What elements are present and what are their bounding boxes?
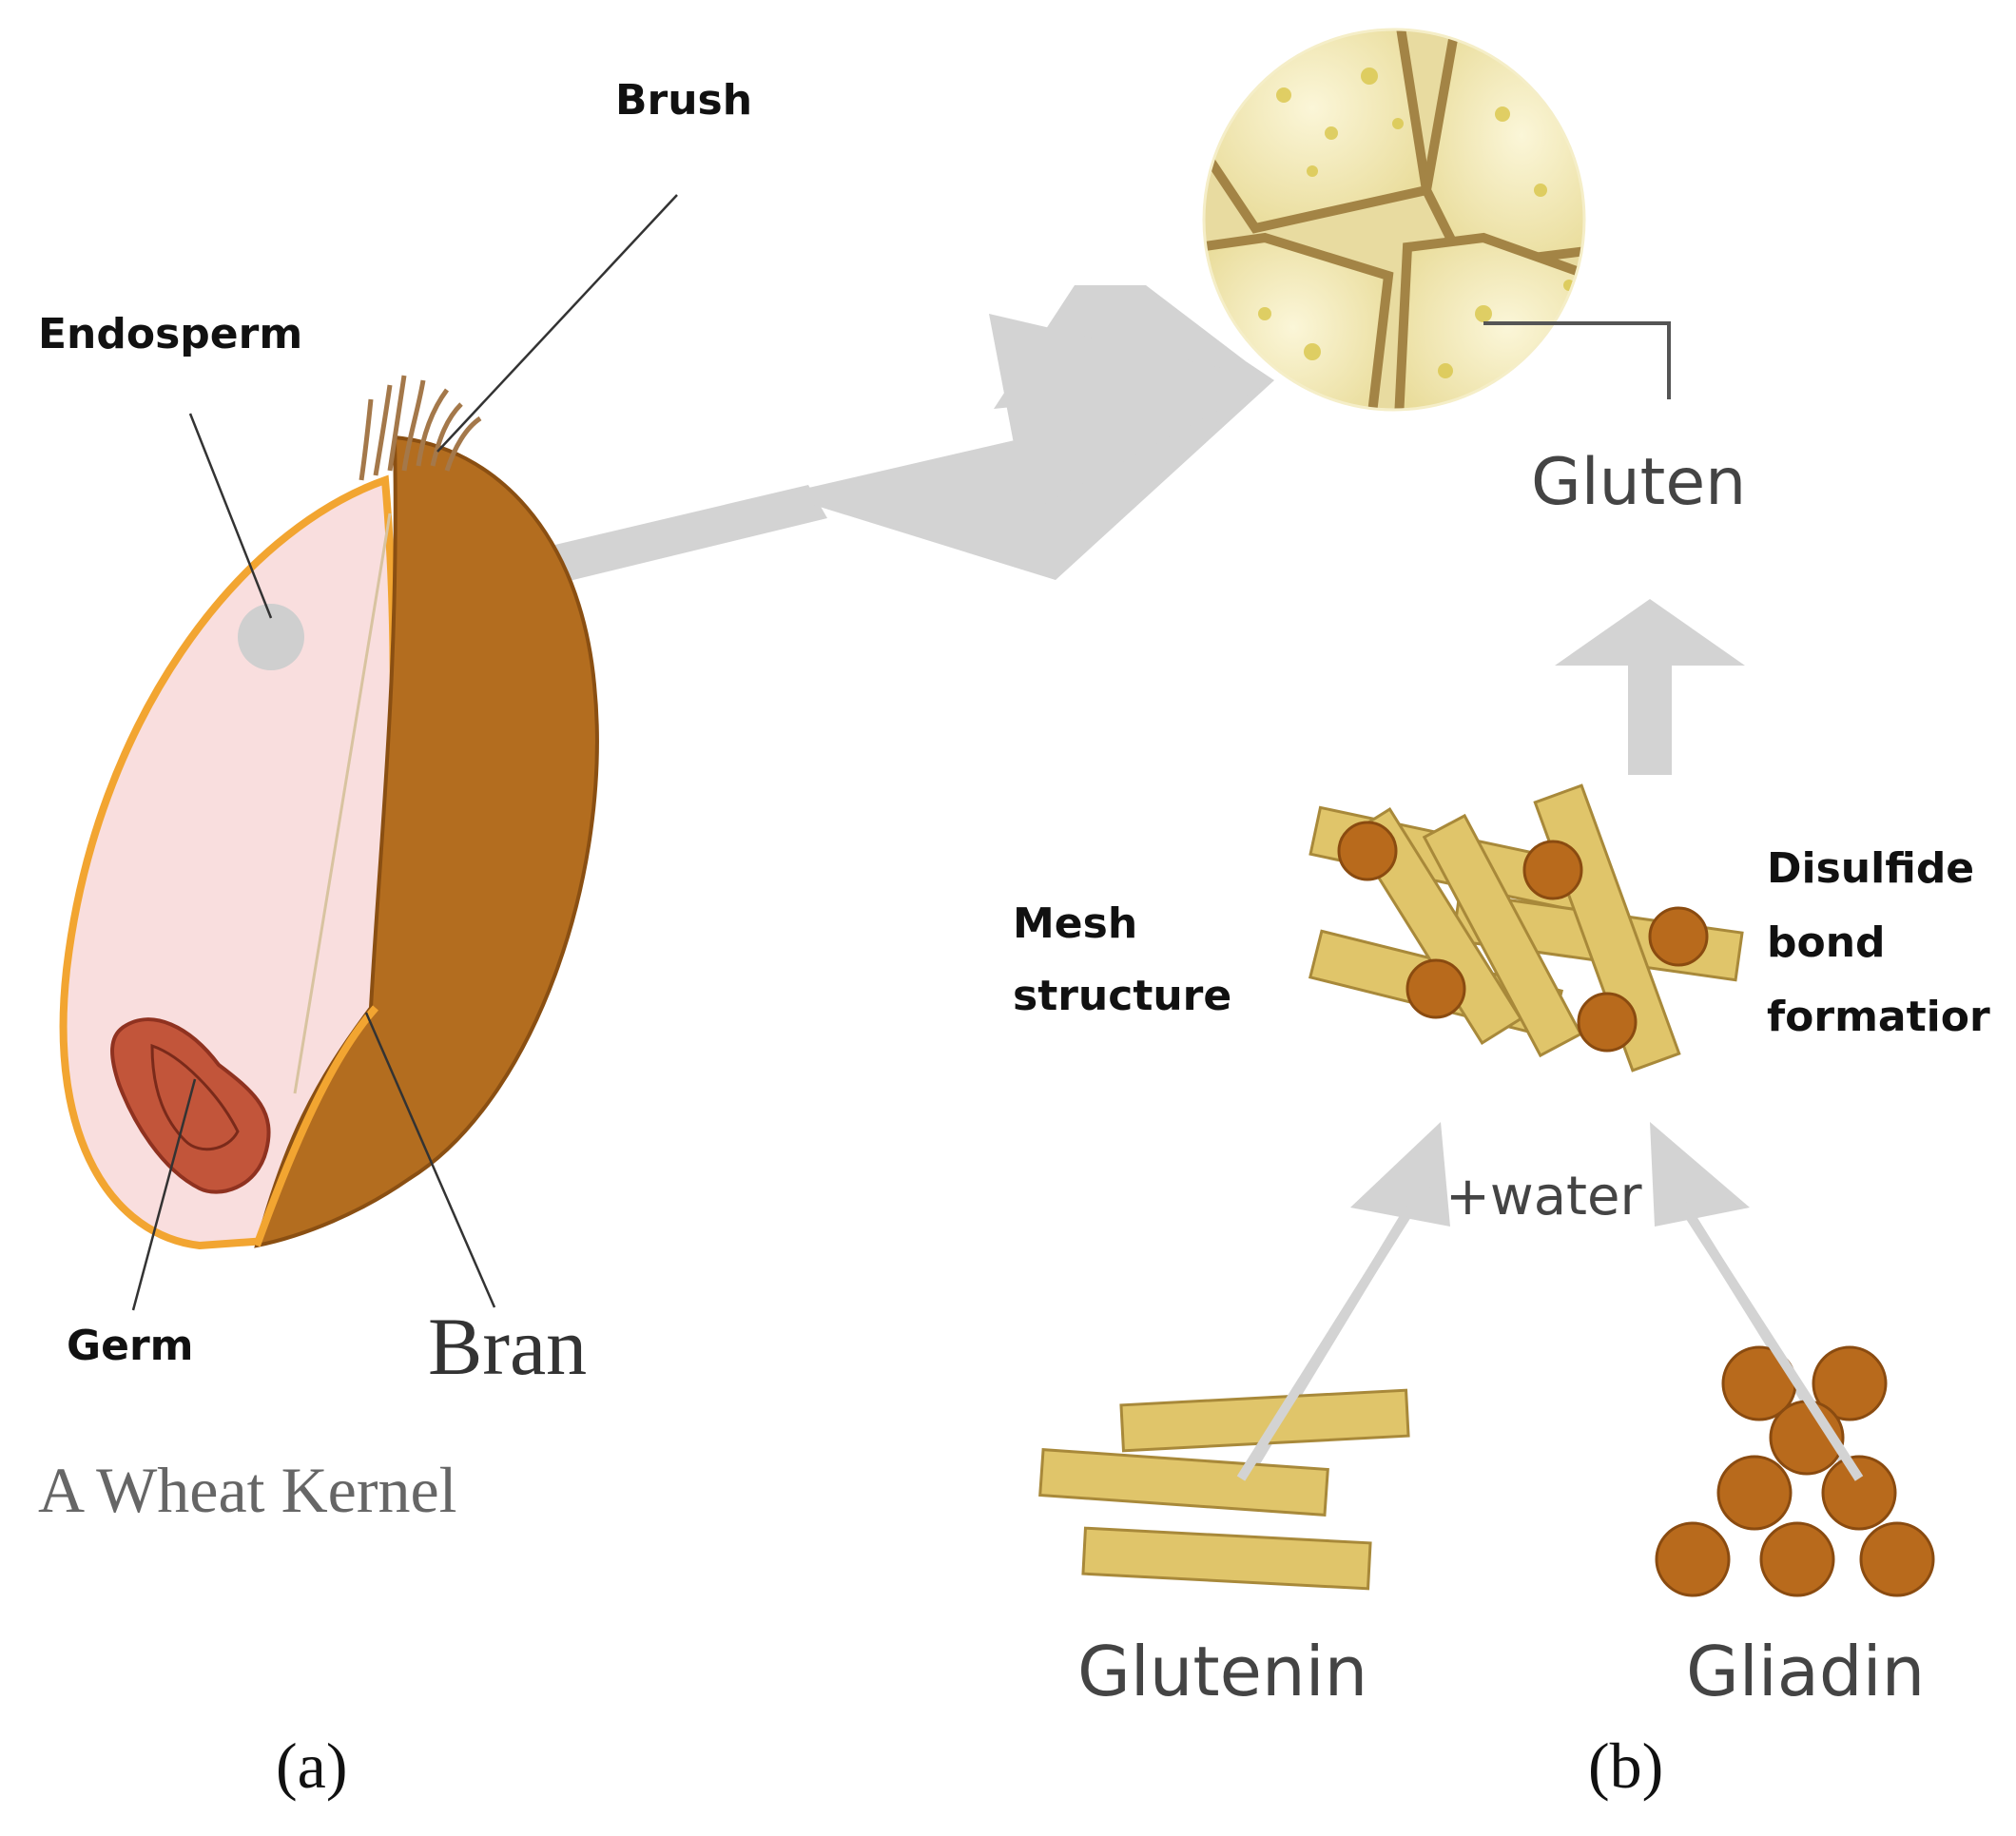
mesh-label-line1: Mesh: [1013, 899, 1137, 948]
germ-label: Germ: [67, 1322, 194, 1370]
endosperm-label: Endosperm: [38, 310, 302, 358]
gliadin-bead: [1859, 1521, 1935, 1597]
endosperm-leader: [188, 413, 273, 619]
water-label: +water: [1445, 1166, 1642, 1227]
gliadin-beads: [1655, 1345, 1935, 1597]
gluten-micrograph: [1202, 28, 1671, 412]
brush-leader: [436, 194, 678, 453]
mesh-bond: [1648, 906, 1709, 967]
bran-label: Bran: [428, 1301, 587, 1392]
glutenin-strand: [1081, 1526, 1372, 1591]
disulfide-label-line2: bond: [1767, 918, 1886, 967]
brush-hairs: [359, 375, 482, 481]
mesh-bond: [1405, 958, 1466, 1019]
germ-leader: [131, 1078, 197, 1311]
panel-a-letter: (a): [276, 1730, 347, 1802]
disulfide-label-line1: Disulfide: [1767, 844, 1974, 893]
gliadin-bead: [1716, 1455, 1793, 1531]
mesh-strand: [1422, 813, 1583, 1058]
mesh-label-line2: structure: [1013, 972, 1231, 1020]
mesh-bond: [1577, 992, 1638, 1053]
endosperm-marker: [238, 604, 304, 670]
kernel-caption: A Wheat Kernel: [38, 1454, 457, 1526]
gliadin-bead: [1655, 1521, 1731, 1597]
gliadin-bead: [1759, 1521, 1835, 1597]
panel-b-letter: (b): [1588, 1730, 1663, 1802]
bran-shell: [254, 435, 599, 1248]
gliadin-label: Gliadin: [1686, 1632, 1925, 1711]
glutenin-strands: [1038, 1388, 1410, 1591]
bran-leader: [364, 1012, 496, 1308]
mesh-structure: [1308, 783, 1744, 1073]
gliadin-bead: [1812, 1345, 1888, 1421]
glutenin-strand: [1038, 1447, 1329, 1517]
gluten-label: Gluten: [1531, 445, 1746, 520]
gliadin-bead: [1821, 1455, 1897, 1531]
disulfide-label-line3: formatior: [1767, 993, 1990, 1041]
glutenin-label: Glutenin: [1077, 1632, 1367, 1711]
mesh-to-gluten-arrow: [1555, 599, 1745, 775]
germ: [110, 1017, 271, 1194]
wheat-kernel: [59, 194, 1274, 1311]
mesh-bond: [1337, 821, 1398, 881]
mesh-bond: [1522, 840, 1583, 900]
brush-label: Brush: [615, 76, 752, 125]
